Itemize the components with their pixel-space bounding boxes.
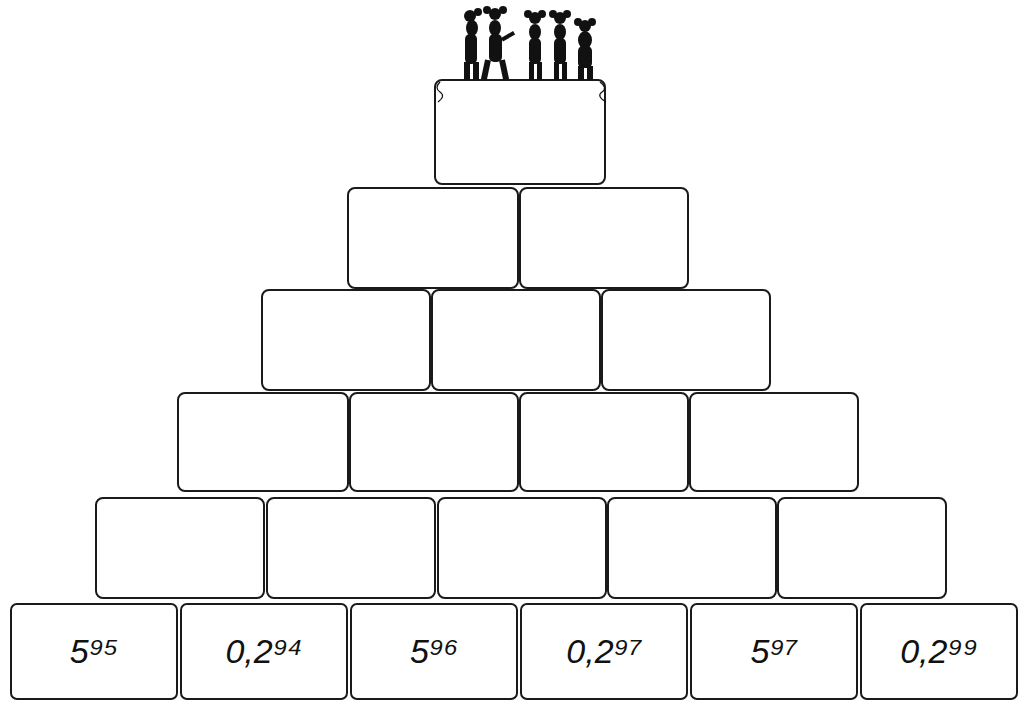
number-brick: 0,2⁹⁷: [520, 603, 688, 700]
number-brick: 0,2⁹⁴: [180, 603, 348, 700]
mice-illustration: [464, 6, 596, 80]
brick-number: 5⁹⁵: [70, 632, 118, 671]
empty-brick: [96, 498, 264, 598]
empty-brick: [690, 393, 858, 491]
empty-brick: [608, 498, 776, 598]
brick-number: 0,2⁹⁷: [566, 632, 641, 671]
empty-brick: [438, 498, 606, 598]
number-brick: 5⁹⁷: [690, 603, 858, 700]
number-brick: 5⁹⁵: [10, 603, 178, 700]
number-brick: 0,2⁹⁹: [860, 603, 1018, 700]
empty-brick: [262, 290, 430, 390]
empty-brick: [267, 498, 435, 598]
empty-brick: [350, 393, 518, 491]
brick-number: 5⁹⁷: [750, 632, 797, 671]
empty-brick: [520, 393, 688, 491]
brick-number: 5⁹⁶: [410, 632, 458, 671]
empty-brick: [778, 498, 946, 598]
empty-brick: [520, 188, 688, 288]
number-brick: 5⁹⁶: [350, 603, 518, 700]
empty-brick: [432, 290, 600, 390]
brick-number: 0,2⁹⁹: [900, 632, 978, 671]
empty-brick: [178, 393, 348, 491]
mouse-tail: [437, 82, 606, 102]
empty-brick: [348, 188, 518, 288]
brick-number: 0,2⁹⁴: [225, 632, 302, 671]
empty-brick: [435, 80, 605, 184]
empty-brick: [602, 290, 770, 390]
